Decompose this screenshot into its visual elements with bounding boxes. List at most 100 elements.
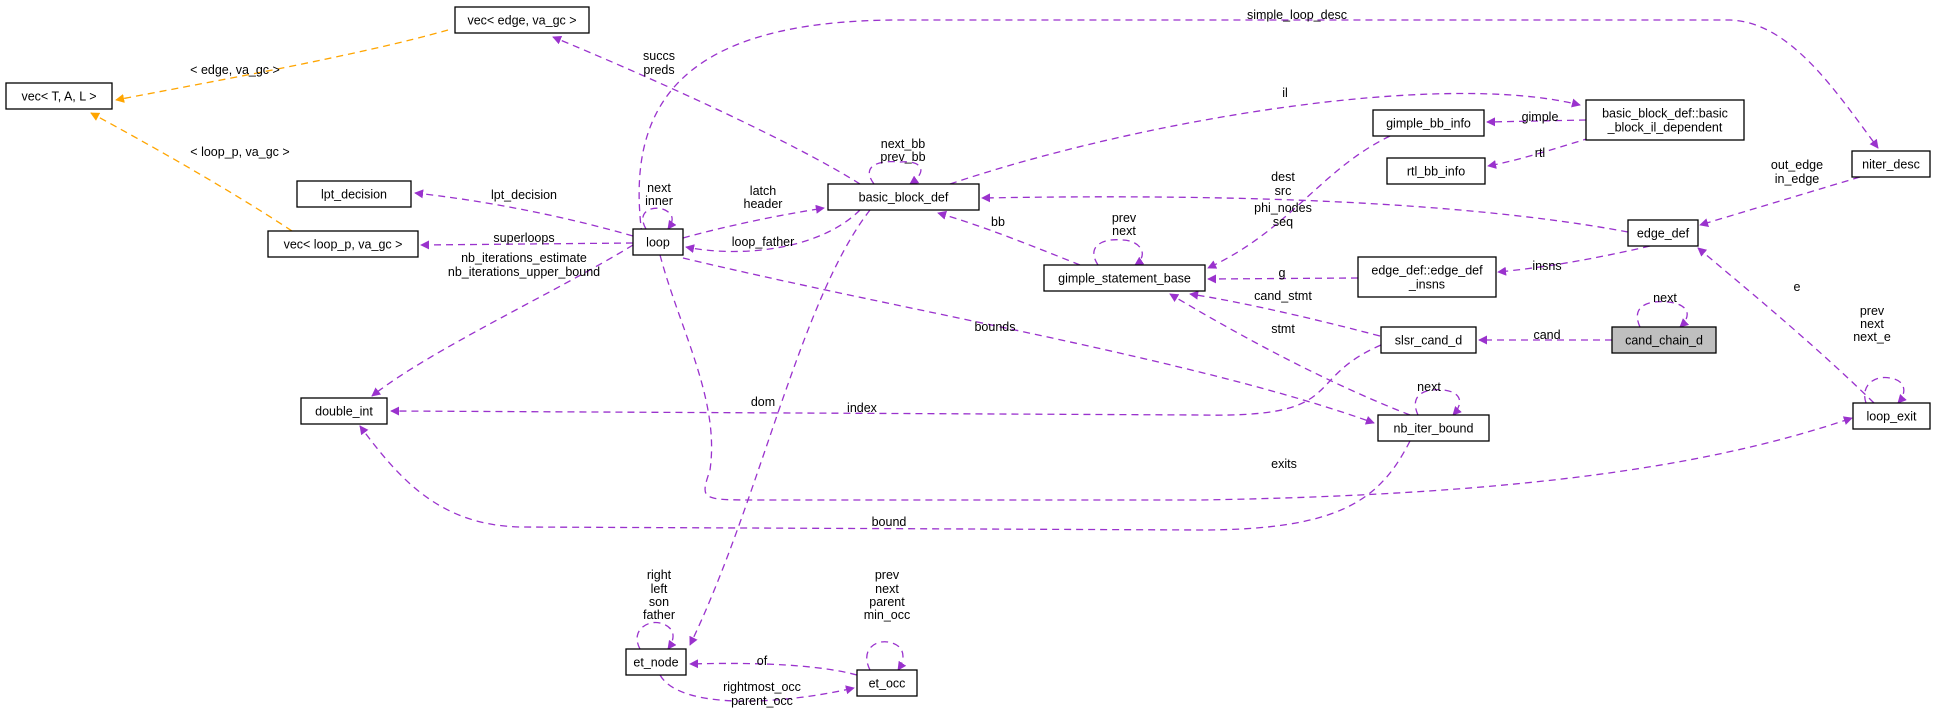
edge-line <box>1093 239 1145 266</box>
node-box[interactable] <box>267 230 419 258</box>
edge-label-line: in_edge <box>1775 172 1820 186</box>
node-box[interactable] <box>625 648 687 676</box>
edge-label-line: next <box>1417 380 1441 394</box>
edge-label-line: bound <box>872 515 907 529</box>
node-label: edge_def::edge_def <box>1371 264 1483 278</box>
edge-line <box>1497 245 1651 276</box>
node-box[interactable] <box>1851 150 1931 178</box>
edge-label-line: < edge, va_gc > <box>190 63 280 77</box>
node-ccd[interactable]: cand_chain_d <box>1611 326 1717 354</box>
node-niter[interactable]: niter_desc <box>1851 150 1931 178</box>
edge-label-line: cand <box>1533 328 1560 342</box>
edge-niter-to-edgedef <box>1699 176 1861 227</box>
node-box[interactable] <box>300 397 388 425</box>
node-loopexit[interactable]: loop_exit <box>1852 402 1931 430</box>
node-label: vec< loop_p, va_gc > <box>284 238 403 252</box>
node-gsb[interactable]: gimple_statement_base <box>1043 264 1206 292</box>
edge-label-line: bounds <box>974 320 1015 334</box>
edge-label-e10: lpt_decision <box>491 188 557 202</box>
edge-etocc-to-etnode <box>689 659 858 676</box>
node-box[interactable] <box>1372 109 1485 137</box>
node-box[interactable] <box>454 6 590 34</box>
node-box[interactable] <box>5 82 113 110</box>
node-bbdil[interactable]: basic_block_def::basic_block_il_dependen… <box>1585 99 1745 141</box>
node-label: basic_block_def::basic <box>1602 107 1728 121</box>
edge-label-line: superloops <box>493 231 554 245</box>
node-gbbi[interactable]: gimple_bb_info <box>1372 109 1485 137</box>
node-rtlbbi[interactable]: rtl_bb_info <box>1386 157 1486 185</box>
edge-vec_loop-to-vec_TAL <box>90 112 293 232</box>
edge-label-line: next <box>1112 224 1136 238</box>
edge-label-line: next <box>1653 291 1677 305</box>
edge-line <box>659 254 1853 501</box>
node-slsr[interactable]: slsr_cand_d <box>1380 326 1477 354</box>
edge-label-line: rightmost_occ <box>723 680 801 694</box>
node-bbd[interactable]: basic_block_def <box>827 183 980 211</box>
node-box[interactable] <box>827 183 980 211</box>
node-double_int[interactable]: double_int <box>300 397 388 425</box>
node-box[interactable] <box>1377 414 1490 442</box>
edge-line <box>1207 135 1391 269</box>
edge-label-e20: insns <box>1532 259 1561 273</box>
edge-loop-to-loopexit <box>659 254 1853 501</box>
node-label: edge_def <box>1637 227 1690 241</box>
node-etocc[interactable]: et_occ <box>856 669 918 697</box>
edge-line <box>115 29 449 103</box>
node-label: slsr_cand_d <box>1395 334 1462 348</box>
node-label: loop_exit <box>1866 410 1917 424</box>
node-nbib[interactable]: nb_iter_bound <box>1377 414 1490 442</box>
node-etnode[interactable]: et_node <box>625 648 687 676</box>
node-label: gimple_statement_base <box>1058 272 1191 286</box>
node-edgedef[interactable]: edge_def <box>1627 219 1699 247</box>
edge-etnode-to-etocc <box>659 674 855 702</box>
node-label: et_node <box>633 656 678 670</box>
edge-gbbi-to-gsb <box>1207 135 1391 269</box>
node-box[interactable] <box>296 180 412 208</box>
node-vec_loop[interactable]: vec< loop_p, va_gc > <box>267 230 419 258</box>
edge-label-line: right <box>647 568 672 582</box>
node-box[interactable] <box>1357 256 1497 298</box>
edge-label-e27: index <box>847 401 878 415</box>
node-box[interactable] <box>856 669 918 697</box>
node-box[interactable] <box>1386 157 1486 185</box>
node-box[interactable] <box>1043 264 1206 292</box>
node-lpt[interactable]: lpt_decision <box>296 180 412 208</box>
node-box[interactable] <box>1852 402 1931 430</box>
node-box[interactable] <box>1627 219 1699 247</box>
node-vec_edge[interactable]: vec< edge, va_gc > <box>454 6 590 34</box>
edge-label-e5: il <box>1282 86 1288 100</box>
edge-nbib-to-double_int <box>359 425 1411 531</box>
node-vec_TAL[interactable]: vec< T, A, L > <box>5 82 113 110</box>
edge-line <box>1699 176 1861 227</box>
edge-label-line: of <box>757 654 768 668</box>
edge-label-line: header <box>744 197 783 211</box>
node-box[interactable] <box>632 228 684 256</box>
node-edinsns[interactable]: edge_def::edge_def_insns <box>1357 256 1497 298</box>
edge-etnode-to-etnode <box>636 621 677 650</box>
node-label: gimple_bb_info <box>1386 117 1471 131</box>
edge-label-line: insns <box>1532 259 1561 273</box>
edge-label-line: e <box>1794 280 1801 294</box>
edge-label-line: phi_nodes <box>1254 201 1312 215</box>
node-label: vec< T, A, L > <box>21 90 96 104</box>
edge-line <box>359 425 1411 531</box>
edge-label-line: rtl <box>1535 146 1545 160</box>
node-box[interactable] <box>1380 326 1477 354</box>
node-box[interactable] <box>1585 99 1745 141</box>
edge-label-line: next_bb <box>881 137 926 151</box>
node-box[interactable] <box>1611 326 1717 354</box>
edge-label-line: inner <box>645 194 673 208</box>
edge-line <box>1414 388 1462 416</box>
edge-label-e28: next <box>1417 380 1441 394</box>
edge-label-line: dom <box>751 395 775 409</box>
edge-label-e26: bounds <box>974 320 1015 334</box>
node-label: loop <box>646 236 670 250</box>
node-loop[interactable]: loop <box>632 228 684 256</box>
